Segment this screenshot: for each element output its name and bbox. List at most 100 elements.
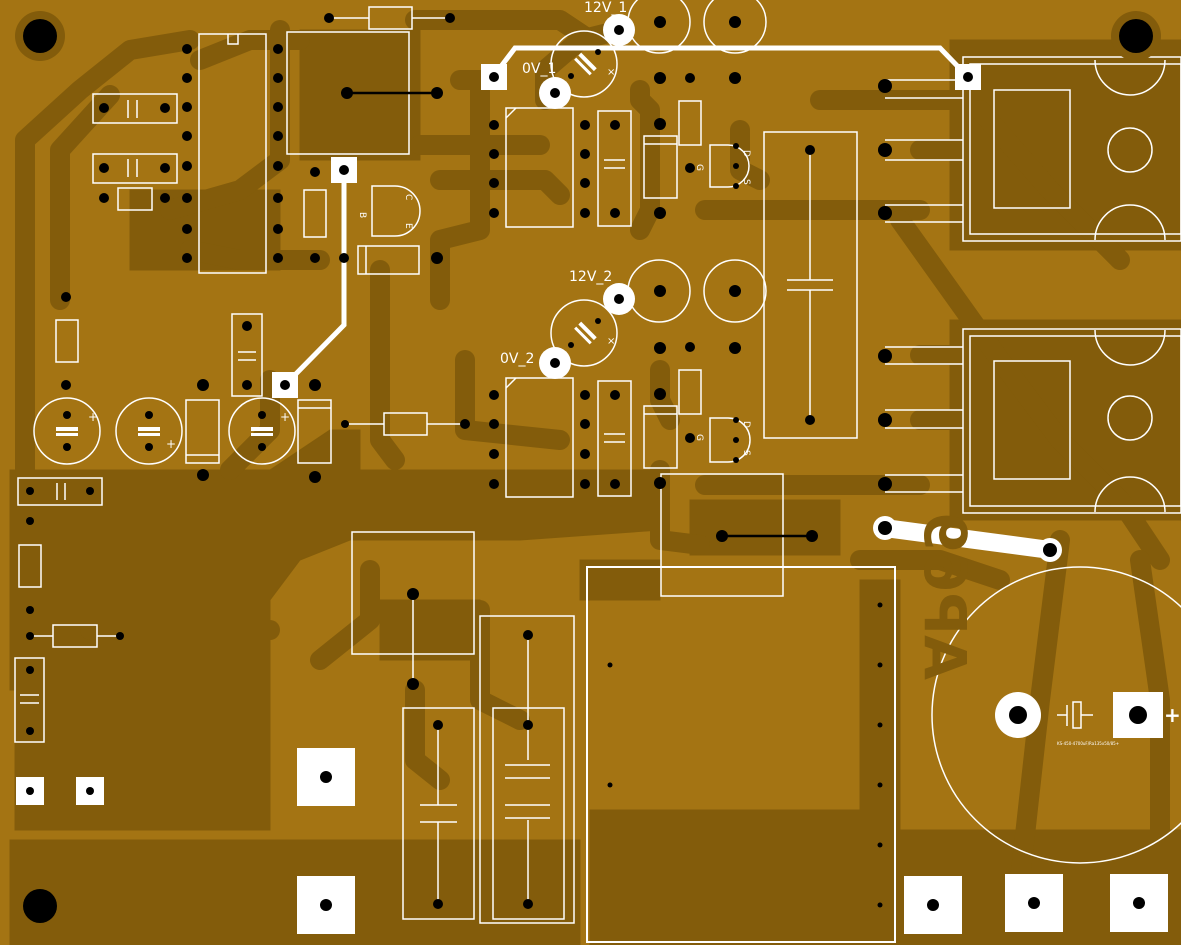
relay-k1-outline (962, 56, 1181, 242)
copper-pour-bottom-left (9, 839, 581, 945)
drill-q2-d (733, 143, 739, 149)
mount-hole-bl (23, 889, 57, 923)
label-cap-plus: + (1164, 703, 1181, 727)
copper-trace-23 (850, 550, 1010, 590)
drill-t3-b (654, 342, 666, 354)
copper-trace-20 (970, 100, 1130, 270)
drill-t1-b (654, 72, 666, 84)
drill-tr-2 (607, 782, 613, 788)
drill-tr-4 (877, 662, 883, 668)
label-e2-plus: + (166, 437, 176, 451)
label-e3-plus: + (280, 410, 290, 424)
copper-pad-area-6 (579, 559, 661, 601)
relay-k2-contact (1107, 395, 1153, 441)
drill-sq-2 (320, 899, 332, 911)
label-0v-2: 0V_2 (500, 351, 534, 367)
drill-e5-a (595, 318, 601, 324)
drill-u1-3 (182, 102, 192, 112)
drill-choke1-a (407, 588, 419, 600)
diode-d3-outline (185, 399, 220, 464)
drill-holes (26, 13, 1147, 911)
drill-c9-a (433, 720, 443, 730)
drill-u3-5 (580, 390, 590, 400)
copper-trace-32 (190, 30, 310, 70)
drill-u2-1 (489, 120, 499, 130)
copper-pad-area-3 (299, 29, 421, 161)
drill-sq-6 (26, 787, 34, 795)
drill-c2-b (160, 163, 170, 173)
drill-u2-6 (580, 149, 590, 159)
drill-u1-11 (273, 102, 283, 112)
drill-sq-4 (1028, 897, 1040, 909)
drill-0v2 (550, 358, 560, 368)
drill-c10-a (523, 630, 533, 640)
drill-k2-c (878, 477, 892, 491)
drill-k1-c (878, 206, 892, 220)
cap-c6-outline (597, 110, 632, 227)
drill-tr-8 (877, 902, 883, 908)
drill-12v2 (614, 294, 624, 304)
cap-c1-outline (92, 93, 178, 124)
drill-sq-8 (489, 72, 499, 82)
drill-t2 (729, 16, 741, 28)
cap-e1-band-b (56, 433, 78, 436)
ic-u1-notch (227, 34, 239, 45)
drill-tr-6 (877, 782, 883, 788)
mount-hole-tr (1119, 19, 1153, 53)
mount-hole-tl (23, 19, 57, 53)
label-board-mark: AP69 (911, 512, 979, 680)
transformer-outline (586, 566, 896, 943)
copper-trace-10 (630, 80, 660, 240)
relay-k1-contact (1107, 127, 1153, 173)
drill-c6-b (610, 208, 620, 218)
cap-e5-band-b (574, 326, 592, 345)
drill-sq-9 (963, 72, 973, 82)
drill-r2-b (310, 253, 320, 263)
jumper-wire-mid (282, 167, 347, 388)
copper-pad-area-2 (689, 499, 841, 556)
ic-u2-notch (505, 107, 517, 119)
relay-k2-outline (962, 328, 1181, 514)
drill-d4-a (309, 379, 321, 391)
mounting-holes (15, 11, 1161, 923)
cap-film-c8-outline (763, 131, 858, 439)
drill-k2-b (878, 413, 892, 427)
pad-links (347, 91, 812, 538)
drill-r4-a (341, 420, 349, 428)
drill-r5-b (26, 606, 34, 614)
drill-e1-a (63, 411, 71, 419)
drill-sq-7 (86, 787, 94, 795)
drill-tr-3 (877, 602, 883, 608)
cap-film-c9-outline (402, 707, 475, 920)
label-12v-2: 12V_2 (569, 269, 612, 285)
drill-q2-s (733, 183, 739, 189)
drill-r8-b (685, 433, 695, 443)
silkscreen-text: 12V_1 0V_1 12V_2 0V_2 B C E D G S D G S … (88, 0, 1181, 746)
drill-choke1-b (407, 678, 419, 690)
label-cap-part: KS-450-4700uF/Ra135x50/85+ (1057, 741, 1119, 746)
drill-t4-b (729, 342, 741, 354)
jumper-wires (282, 45, 1059, 559)
drill-c7-b (610, 479, 620, 489)
drill-r8-a (685, 342, 695, 352)
label-fet1-g: G (694, 164, 704, 171)
cap-e4-band-b (574, 57, 592, 76)
copper-pour-relay1 (949, 39, 1181, 251)
drill-q2-g (733, 163, 739, 169)
drill-u3-8 (580, 479, 590, 489)
cap-e3-band-a (251, 427, 273, 431)
copper-trace-6 (370, 260, 405, 470)
drill-r6-b (116, 632, 124, 640)
drill-u3-3 (489, 449, 499, 459)
cap-bulk-c11-outline (931, 566, 1181, 864)
resistor-r8-body (678, 369, 702, 415)
cap-e2-band-b (138, 433, 160, 436)
drill-r1-a (324, 13, 334, 23)
cap-e2-band-a (138, 427, 160, 431)
drill-c1-b (160, 103, 170, 113)
drill-sq-10 (339, 165, 349, 175)
drill-q1-b (339, 253, 349, 263)
cap-e4-band-a (578, 52, 597, 72)
cap-c2-outline (92, 153, 178, 184)
